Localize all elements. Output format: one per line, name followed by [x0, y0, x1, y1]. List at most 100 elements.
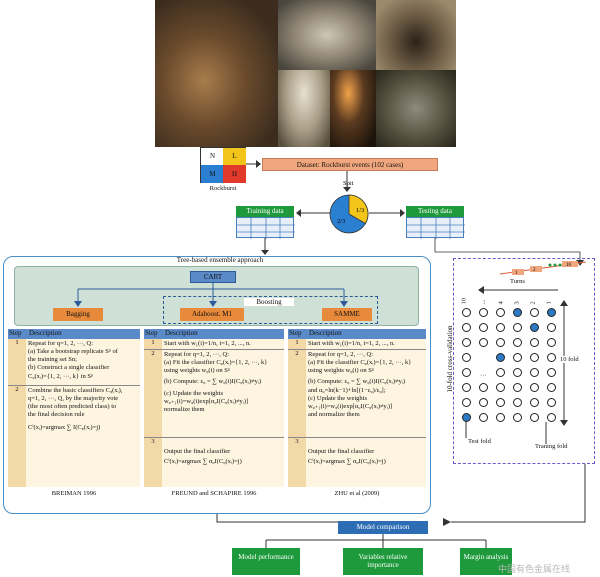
cv-panel — [453, 258, 595, 464]
test-fold-dot — [513, 308, 522, 317]
cv-col-number-dots: ... — [479, 299, 487, 305]
model-comparison-branches — [265, 534, 487, 548]
training-fold-dot — [479, 413, 488, 422]
fold-bracket — [560, 300, 568, 426]
training-fold-dot — [496, 323, 505, 332]
training-fold-dot — [462, 338, 471, 347]
test-fold-dot — [530, 323, 539, 332]
training-fold-dot — [479, 323, 488, 332]
samme-header-description: Description — [306, 329, 426, 339]
tunnel-photo-left — [155, 0, 278, 147]
training-fold-dot — [530, 383, 539, 392]
rockburst-legend: N L M H — [200, 147, 246, 183]
turns-arrow — [478, 286, 558, 294]
test-fold-dot — [462, 413, 471, 422]
training-fold-dot — [462, 398, 471, 407]
training-fold-label: Traning fold — [535, 443, 568, 450]
training-fold-dot — [530, 308, 539, 317]
progress-dots-icon — [548, 263, 562, 267]
bagging-step-2-line: (the most often predicted class) to — [28, 403, 117, 411]
samme-box: SAMME — [322, 308, 372, 321]
samme-step-2-line: (b) Compute: εᵩ = ∑ wᵩ(i)I(Cᵩ(xᵢ)≠yᵢ) — [308, 378, 406, 386]
samme-step-2-line: and normalize them — [308, 410, 360, 418]
bagging-step-1-line: (a) Take a bootstrap replicate Sᵖ of — [28, 348, 118, 356]
training-fold-dot — [496, 368, 505, 377]
training-fold-dot — [547, 353, 556, 362]
training-fold-dot — [479, 338, 488, 347]
test-fold-label: Test fold — [468, 438, 491, 445]
training-fold-dot — [513, 398, 522, 407]
training-fold-dot — [547, 323, 556, 332]
adaboost-header-step: Step — [144, 329, 162, 339]
bagging-step-2-line: Combine the basic classifiers Cᵩ(xᵢ), — [28, 387, 123, 394]
samme-step-1-line: Start with w₁(i)=1/n, i=1, 2, ..., n. — [308, 340, 395, 347]
training-data-table — [236, 217, 295, 239]
ribbon-number-2: 2 — [533, 268, 536, 273]
adaboost-step-2-line: Repeat for q=1, 2, ···, Q: — [164, 351, 230, 358]
samme-step-2-line: Repeat for q=1, 2, ···, Q: — [308, 351, 374, 358]
bagging-box: Bagging — [53, 308, 103, 321]
tunnel-photo-bottom-left — [278, 70, 330, 147]
testing-data-table — [406, 217, 465, 239]
training-fold-dot — [462, 368, 471, 377]
bagging-header-description: Description — [26, 329, 140, 339]
bagging-step-1-no: 1 — [8, 339, 26, 385]
ensemble-outer-box — [3, 256, 431, 514]
samme-step-2-line: (c) Update the weights — [308, 394, 368, 402]
cv-col-number-4: 4 — [497, 301, 505, 305]
samme-step-3-no: 3 — [288, 437, 306, 487]
bagging-step-2-line: the final decision rule — [28, 411, 85, 419]
bagging-step-2-line: q=1, 2, ···, Q, by the majority vote — [28, 395, 119, 403]
adaboost-header-description: Description — [162, 329, 284, 339]
bagging-header-step: Step — [8, 329, 26, 339]
testing-data-label: Testing data — [406, 206, 464, 217]
training-fold-dot — [530, 353, 539, 362]
tunnel-photo-bottom-middle — [330, 70, 376, 147]
training-fold-dot — [530, 368, 539, 377]
training-fold-dot — [496, 308, 505, 317]
training-fold-dot — [547, 413, 556, 422]
bagging-step-1-line: Cᵩ(xᵢ)={1, 2, ···, k} in Sᵖ — [28, 372, 93, 380]
training-fold-dot — [513, 338, 522, 347]
adaboost-step-2-line: (c) Update the weights — [164, 389, 224, 397]
adaboost-citation: FREUND and SCHAPIRE 1996 — [171, 490, 257, 497]
watermark: 中国有色金属在线 — [498, 565, 571, 575]
ensemble-title: Tree-based ensemble approach — [176, 256, 264, 264]
training-fold-dot — [513, 353, 522, 362]
training-fold-dot — [530, 398, 539, 407]
bagging-step-2-line: Cⁱ(xᵢ)=argmax ∑ I(Cᵩ(xᵢ)=j) — [28, 423, 101, 431]
training-fold-dot — [530, 413, 539, 422]
test-fold-dot — [496, 353, 505, 362]
ribbon-tab-2 — [530, 266, 542, 272]
cart-connectors — [74, 283, 348, 307]
training-fold-dot — [479, 398, 488, 407]
adaboost-step-1-desc: Start with w₁(i)=1/n, i=1, 2, ..., n. — [162, 339, 284, 349]
adaboost-step-2-desc: Repeat for q=1, 2, ···, Q: (a) Fit the c… — [162, 349, 284, 437]
pie-to-training-arrow — [296, 209, 330, 217]
pie-label-one-third: 1/3 — [356, 207, 364, 214]
cv-dot-grid — [462, 308, 557, 432]
training-fold-dot — [496, 338, 505, 347]
training-fold-dot — [479, 308, 488, 317]
training-fold-dot — [513, 368, 522, 377]
training-fold-dot — [513, 383, 522, 392]
training-to-ensemble-arrow — [261, 238, 269, 255]
training-fold-dot — [547, 338, 556, 347]
bagging-step-2-desc: Combine the basic classifiers Cᵩ(xᵢ), q=… — [26, 385, 140, 487]
samme-citation: ZHU et al (2009) — [334, 490, 380, 497]
to-model-comparison-connectors — [216, 464, 586, 526]
boosting-group — [163, 296, 378, 324]
training-data-label: Training data — [236, 206, 294, 217]
dataset-bar: Dataset: Rockburst events (102 cases) — [262, 158, 438, 171]
samme-step-1-no: 1 — [288, 339, 306, 349]
bagging-step-2-no: 2 — [8, 385, 26, 487]
legend-to-dataset-arrow — [246, 160, 261, 168]
adaboost-step-1-line: Start with w₁(i)=1/n, i=1, 2, ..., n. — [164, 340, 251, 347]
pie-label-two-thirds: 2/3 — [337, 218, 345, 225]
output-margin-analysis: Margin analysis — [460, 548, 512, 575]
adaboost-step-2-line: (b) Compute: εᵩ = ∑ wᵩ(i)I(Cᵩ(xᵢ)≠yᵢ) — [164, 378, 262, 386]
samme-step-2-line: (a) Fit the classifier Cᵩ(xᵢ)={1, 2, ···… — [308, 359, 412, 367]
samme-header-step: Step — [288, 329, 306, 339]
training-fold-dot — [462, 353, 471, 362]
pie-to-testing-arrow — [369, 209, 405, 217]
